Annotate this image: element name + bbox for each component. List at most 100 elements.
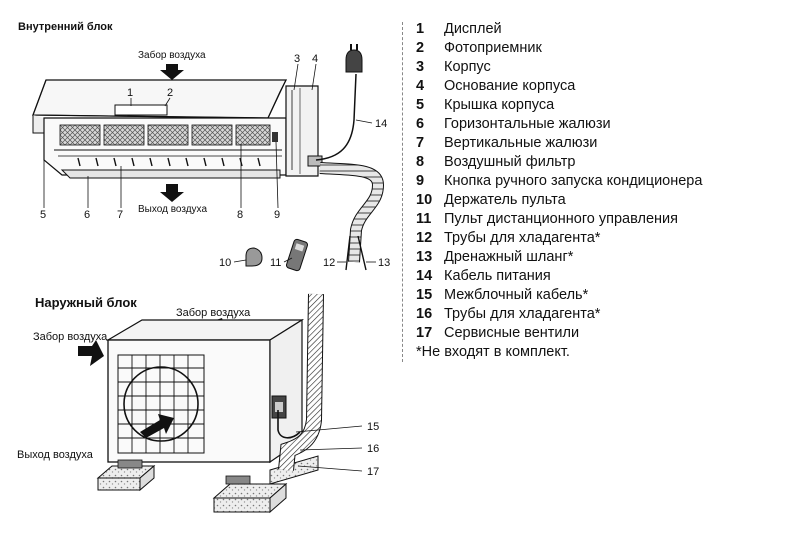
legend-item: 12 Трубы для хладагента* [402,229,792,248]
outdoor-piping [277,293,324,471]
air-filter-1 [59,124,101,146]
legend-item-number: 13 [416,249,433,265]
remote-holder [245,247,263,267]
legend-item: 16 Трубы для хладагента* [402,305,792,324]
legend-item-text: Сервисные вентили [444,325,580,341]
indoor-hose [319,162,385,271]
callout-5: 5 [40,209,46,221]
callout-11: 11 [270,257,281,269]
legend-item-number: 11 [416,211,432,227]
manual-button [272,132,278,142]
callout-6: 6 [84,209,90,221]
legend-item: 5 Крышка корпуса [402,96,792,115]
indoor-air-in-label: Забор воздуха [138,49,206,61]
legend-item-number: 7 [416,135,425,151]
plug-icon [345,49,363,73]
callout-8: 8 [237,209,243,221]
legend-item-number: 16 [416,306,433,322]
indoor-heading: Внутренний блок [18,21,113,33]
legend-item-number: 9 [416,173,425,189]
legend-item-number: 12 [416,230,433,246]
outdoor-air-in-side-label: Забор воздуха [33,331,108,343]
callout-7: 7 [117,209,123,221]
callout-4: 4 [312,53,318,65]
callout-16: 16 [367,443,379,455]
indoor-air-outlet: Выход воздуха [138,184,207,215]
legend-item: 14 Кабель питания [402,267,792,286]
outdoor-air-out-label: Выход воздуха [17,449,94,461]
indoor-air-intake: Забор воздуха [138,49,206,80]
air-out-arrow-icon-outdoor [140,414,174,438]
legend-item: 10 Держатель пульта [402,191,792,210]
callout-10: 10 [219,257,231,269]
callout-14: 14 [375,118,387,130]
legend-item-number: 15 [416,287,433,303]
outdoor-air-intake-side: Забор воздуха [33,331,108,366]
legend-item: 11 Пульт дистанционного управления [402,210,792,229]
legend-item-number: 1 [416,21,425,37]
legend-item-number: 6 [416,116,425,132]
display-window [114,104,168,116]
horizontal-louver [60,169,281,179]
power-cable [315,44,363,161]
callout-3: 3 [294,53,300,65]
legend-item-number: 14 [416,268,433,284]
legend-item-text: Трубы для хладагента* [444,306,601,322]
outdoor-unit [105,318,305,464]
callout-13: 13 [378,257,390,269]
vertical-louvers [77,157,261,167]
legend-item-text: Кабель питания [444,268,551,284]
air-in-side-arrow-icon [78,340,104,366]
legend-item-number: 5 [416,97,425,113]
indoor-unit [32,79,323,179]
remote-control [285,238,309,272]
outdoor-front [107,339,271,463]
air-filter-5 [235,124,271,146]
legend-item: 13 Дренажный шланг* [402,248,792,267]
air-filter-2 [103,124,145,146]
outdoor-heading: Наружный блок [35,295,137,310]
legend-item-text: Дренажный шланг* [444,249,574,265]
legend-item: 2 Фотоприемник [402,39,792,58]
air-filter-3 [147,124,189,146]
legend-item-number: 10 [416,192,433,208]
legend-item-text: Пульт дистанционного управления [444,211,678,227]
legend-item-text: Основание корпуса [444,78,576,94]
legend-item-text: Держатель пульта [444,192,566,208]
legend-item-text: Фотоприемник [444,40,542,56]
legend-item-number: 8 [416,154,425,170]
outdoor-callouts: 15 16 17 [295,421,379,478]
legend-item-text: Горизонтальные жалюзи [444,116,611,132]
fan [123,366,199,442]
legend-item-text: Трубы для хладагента* [444,230,601,246]
indoor-callouts: 1 2 3 4 5 6 7 8 9 10 11 12 13 14 [40,53,390,269]
legend-item-number: 17 [416,325,433,341]
legend-item-text: Кнопка ручного запуска кондиционера [444,173,703,189]
legend-item-number: 4 [416,78,425,94]
legend-item-number: 3 [416,59,425,75]
air-in-arrow-icon [160,64,184,80]
legend-item: 17 Сервисные вентили [402,324,792,343]
legend-item-number: 2 [416,40,425,56]
fan-grille [118,355,204,453]
legend-item-text: Крышка корпуса [444,97,555,113]
legend-item: 1 Дисплей [402,20,792,39]
air-out-arrow-icon [160,184,184,202]
legend-item: 6 Горизонтальные жалюзи [402,115,792,134]
legend-divider [402,22,403,362]
callout-2: 2 [167,87,173,99]
legend-note: *Не входят в комплект. [416,344,570,360]
legend-item-text: Вертикальные жалюзи [444,135,598,151]
outdoor-air-in-top-label: Забор воздуха [176,307,251,319]
indoor-air-out-label: Выход воздуха [138,204,207,215]
outdoor-pads [96,455,319,514]
legend-item: 4 Основание корпуса [402,77,792,96]
legend-item-text: Дисплей [444,21,502,37]
callout-17: 17 [367,466,379,478]
case-side [285,85,319,177]
legend-item: 7 Вертикальные жалюзи [402,134,792,153]
